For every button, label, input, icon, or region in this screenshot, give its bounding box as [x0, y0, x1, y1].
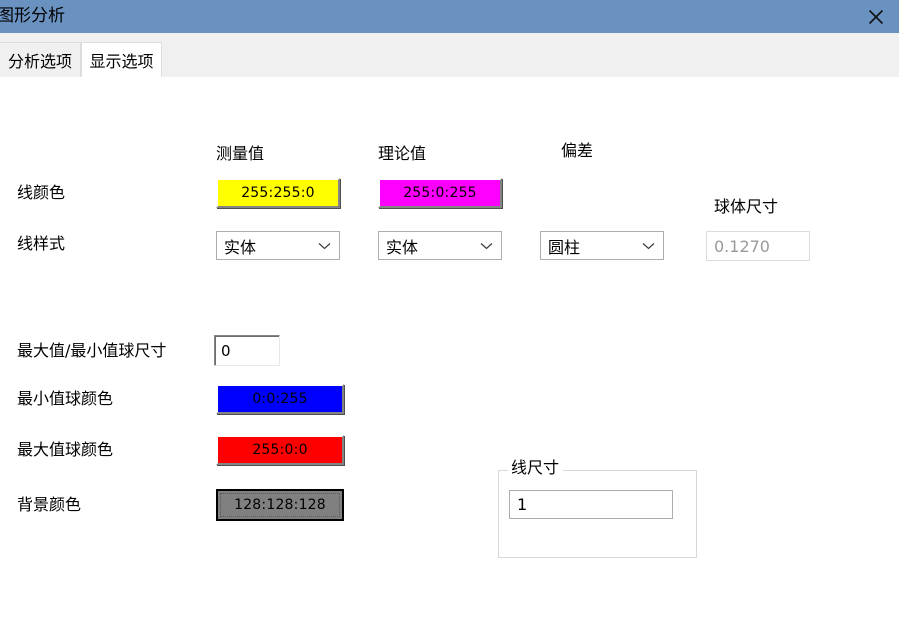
line-style-measured-value: 实体: [224, 237, 257, 257]
chevron-down-icon: [642, 242, 655, 249]
line-color-theoretical-button[interactable]: 255:0:255: [378, 178, 502, 208]
tab-strip: 分析选项 显示选项: [0, 33, 899, 78]
background-color-button[interactable]: 128:128:128: [216, 489, 344, 521]
window-title: 图形分析: [0, 6, 65, 26]
line-style-theoretical-value: 实体: [386, 237, 419, 257]
column-header-theoretical: 理论值: [378, 144, 427, 163]
line-style-deviation-select[interactable]: 圆柱: [540, 231, 664, 260]
column-header-deviation: 偏差: [561, 141, 594, 160]
line-color-measured-button[interactable]: 255:255:0: [216, 178, 340, 208]
minmax-sphere-size-input[interactable]: 0: [214, 335, 280, 366]
row-label-line-style: 线样式: [17, 234, 66, 253]
row-label-minmax-sphere-size: 最大值/最小值球尺寸: [17, 341, 167, 360]
row-label-background-color: 背景颜色: [17, 495, 82, 514]
chevron-down-icon: [318, 242, 331, 249]
close-icon[interactable]: [853, 0, 899, 33]
line-color-theoretical-value: 255:0:255: [403, 185, 477, 201]
line-style-theoretical-select[interactable]: 实体: [378, 231, 502, 260]
background-color-value: 128:128:128: [234, 497, 326, 513]
min-sphere-color-value: 0:0:255: [252, 391, 308, 407]
max-sphere-color-button[interactable]: 255:0:0: [216, 435, 344, 465]
column-header-measured: 测量值: [216, 144, 265, 163]
line-size-groupbox: 线尺寸 1: [498, 460, 697, 558]
line-color-measured-value: 255:255:0: [241, 185, 315, 201]
sphere-size-value: 0.1270: [714, 236, 770, 256]
line-size-groupbox-legend: 线尺寸: [508, 460, 564, 476]
display-options-panel: 测量值 理论值 偏差 球体尺寸 线颜色 255:255:0 255:0:255 …: [0, 77, 899, 640]
line-size-value: 1: [517, 495, 528, 514]
chevron-down-icon: [480, 242, 493, 249]
line-style-measured-select[interactable]: 实体: [216, 231, 340, 260]
window-titlebar: 图形分析: [0, 0, 899, 33]
row-label-max-sphere-color: 最大值球颜色: [17, 440, 114, 459]
sphere-size-input[interactable]: 0.1270: [706, 231, 810, 261]
line-size-input[interactable]: 1: [509, 490, 673, 519]
tab-display-options[interactable]: 显示选项: [81, 42, 162, 77]
line-style-deviation-value: 圆柱: [548, 237, 581, 257]
minmax-sphere-size-value: 0: [221, 341, 231, 360]
max-sphere-color-value: 255:0:0: [252, 442, 308, 458]
row-label-line-color: 线颜色: [17, 183, 66, 202]
row-label-min-sphere-color: 最小值球颜色: [17, 389, 114, 408]
tab-analysis-options[interactable]: 分析选项: [0, 42, 81, 77]
min-sphere-color-button[interactable]: 0:0:255: [216, 384, 344, 414]
column-header-sphere-size: 球体尺寸: [714, 197, 779, 216]
